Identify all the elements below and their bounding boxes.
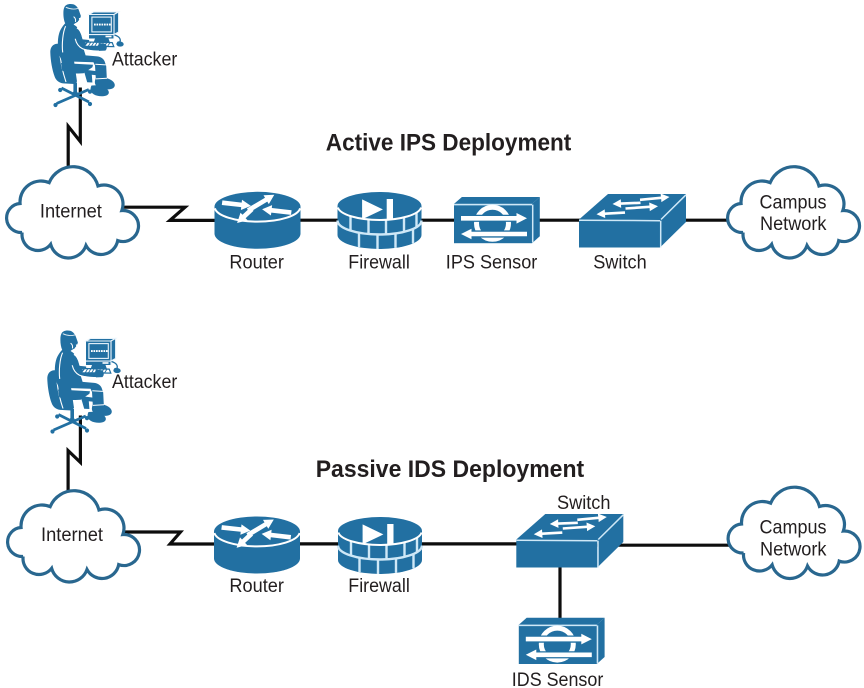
svg-text:Attacker: Attacker	[112, 372, 178, 393]
svg-text:Switch: Switch	[557, 493, 611, 514]
svg-text:Passive IDS Deployment: Passive IDS Deployment	[316, 456, 585, 483]
svg-text:IDS Sensor: IDS Sensor	[512, 670, 604, 688]
svg-text:Internet: Internet	[40, 201, 103, 222]
svg-text:Active IPS Deployment: Active IPS Deployment	[326, 130, 572, 157]
svg-text:Network: Network	[760, 539, 827, 560]
svg-text:Campus: Campus	[760, 192, 827, 213]
svg-text:Campus: Campus	[760, 518, 827, 539]
svg-text:Internet: Internet	[41, 525, 104, 546]
svg-text:IPS Sensor: IPS Sensor	[446, 252, 538, 273]
svg-text:Router: Router	[229, 576, 284, 597]
svg-text:Attacker: Attacker	[112, 49, 178, 70]
svg-text:Firewall: Firewall	[348, 576, 410, 597]
svg-text:Switch: Switch	[593, 252, 647, 273]
svg-text:Router: Router	[229, 252, 284, 273]
svg-text:Network: Network	[760, 214, 827, 235]
svg-text:Firewall: Firewall	[348, 252, 410, 273]
